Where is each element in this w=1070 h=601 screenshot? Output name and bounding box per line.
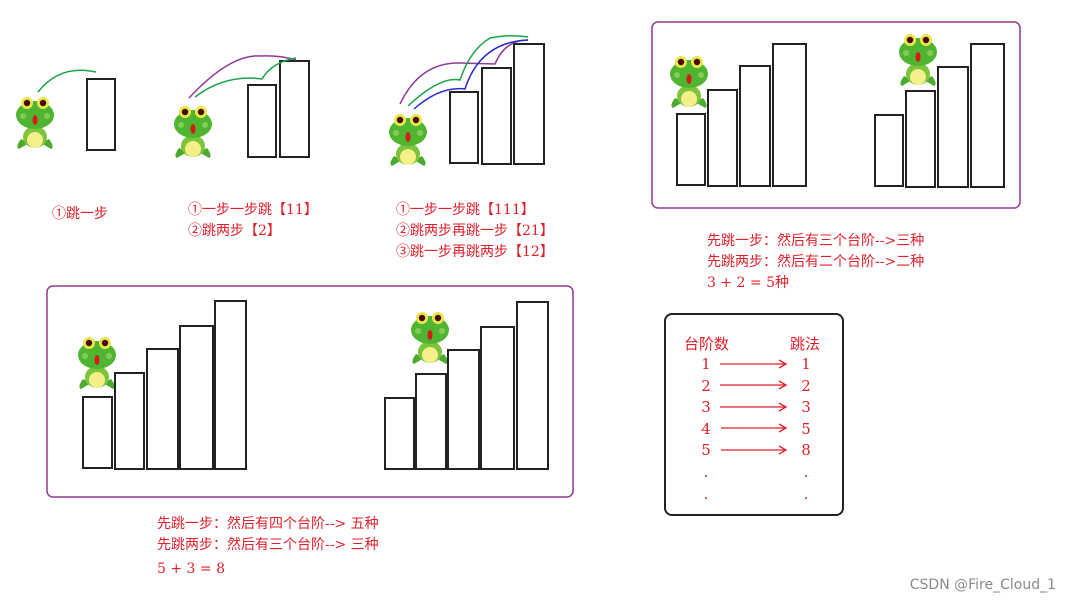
watermark: CSDN @Fire_Cloud_1: [909, 577, 1056, 593]
table-cell: 3: [701, 398, 711, 416]
caption-line: 先跳两步：然后有三个台阶--> 三种: [157, 537, 379, 553]
caption-line: 3 + 2 = 5种: [707, 275, 789, 291]
table-header-ways: 跳法: [790, 335, 821, 353]
table-cell: 2: [801, 377, 811, 395]
caption-line: ①跳一步: [52, 206, 108, 222]
caption-line: 先跳两步：然后有二个台阶-->二种: [707, 254, 925, 270]
caption-line: ①一步一步跳【111】: [396, 202, 535, 218]
table-cell: 1: [701, 355, 711, 373]
panel-1-caption: ①跳一步: [52, 204, 108, 225]
panel-2: [174, 55, 310, 158]
table-cell: 8: [801, 441, 811, 459]
table-cell: 3: [801, 398, 811, 416]
panel-5-caption: 先跳一步：然后有四个台阶--> 五种 先跳两步：然后有三个台阶--> 三种 5 …: [157, 514, 379, 580]
table-cell: 4: [701, 420, 711, 438]
table-arrows: [720, 359, 788, 455]
panel-3-caption: ①一步一步跳【111】 ②跳两步再跳一步【21】 ③跳一步再跳两步【12】: [396, 200, 554, 263]
table-cell: .: [803, 463, 809, 481]
panel-2-caption: ①一步一步跳【11】 ②跳两步【2】: [188, 200, 318, 242]
table-cell: 5: [701, 441, 711, 459]
caption-line: 5 + 3 = 8: [157, 561, 225, 577]
table-cell: .: [703, 485, 709, 503]
panel-1: [16, 69, 116, 151]
caption-line: 先跳一步：然后有三个台阶-->三种: [707, 233, 925, 249]
panel-4-frame: [651, 21, 1021, 209]
table-cell: 5: [801, 420, 811, 438]
table-cell: 1: [801, 355, 811, 373]
caption-line: ②跳两步【2】: [188, 223, 281, 239]
panel-3: [389, 34, 545, 166]
table-header-steps: 台阶数: [684, 335, 730, 353]
table-cell: .: [703, 463, 709, 481]
caption-line: ③跳一步再跳两步【12】: [396, 244, 554, 260]
caption-line: 先跳一步：然后有四个台阶--> 五种: [157, 516, 379, 532]
table-cell: 2: [701, 377, 711, 395]
table-cell: .: [803, 485, 809, 503]
caption-line: ①一步一步跳【11】: [188, 202, 318, 218]
caption-line: ②跳两步再跳一步【21】: [396, 223, 554, 239]
panel-5-frame: [46, 285, 574, 498]
panel-4-caption: 先跳一步：然后有三个台阶-->三种 先跳两步：然后有二个台阶-->二种 3 + …: [707, 231, 924, 294]
steps-table: 台阶数 跳法 1 1 2 2 3 3 4 5 5 8 . . . .: [664, 313, 844, 516]
